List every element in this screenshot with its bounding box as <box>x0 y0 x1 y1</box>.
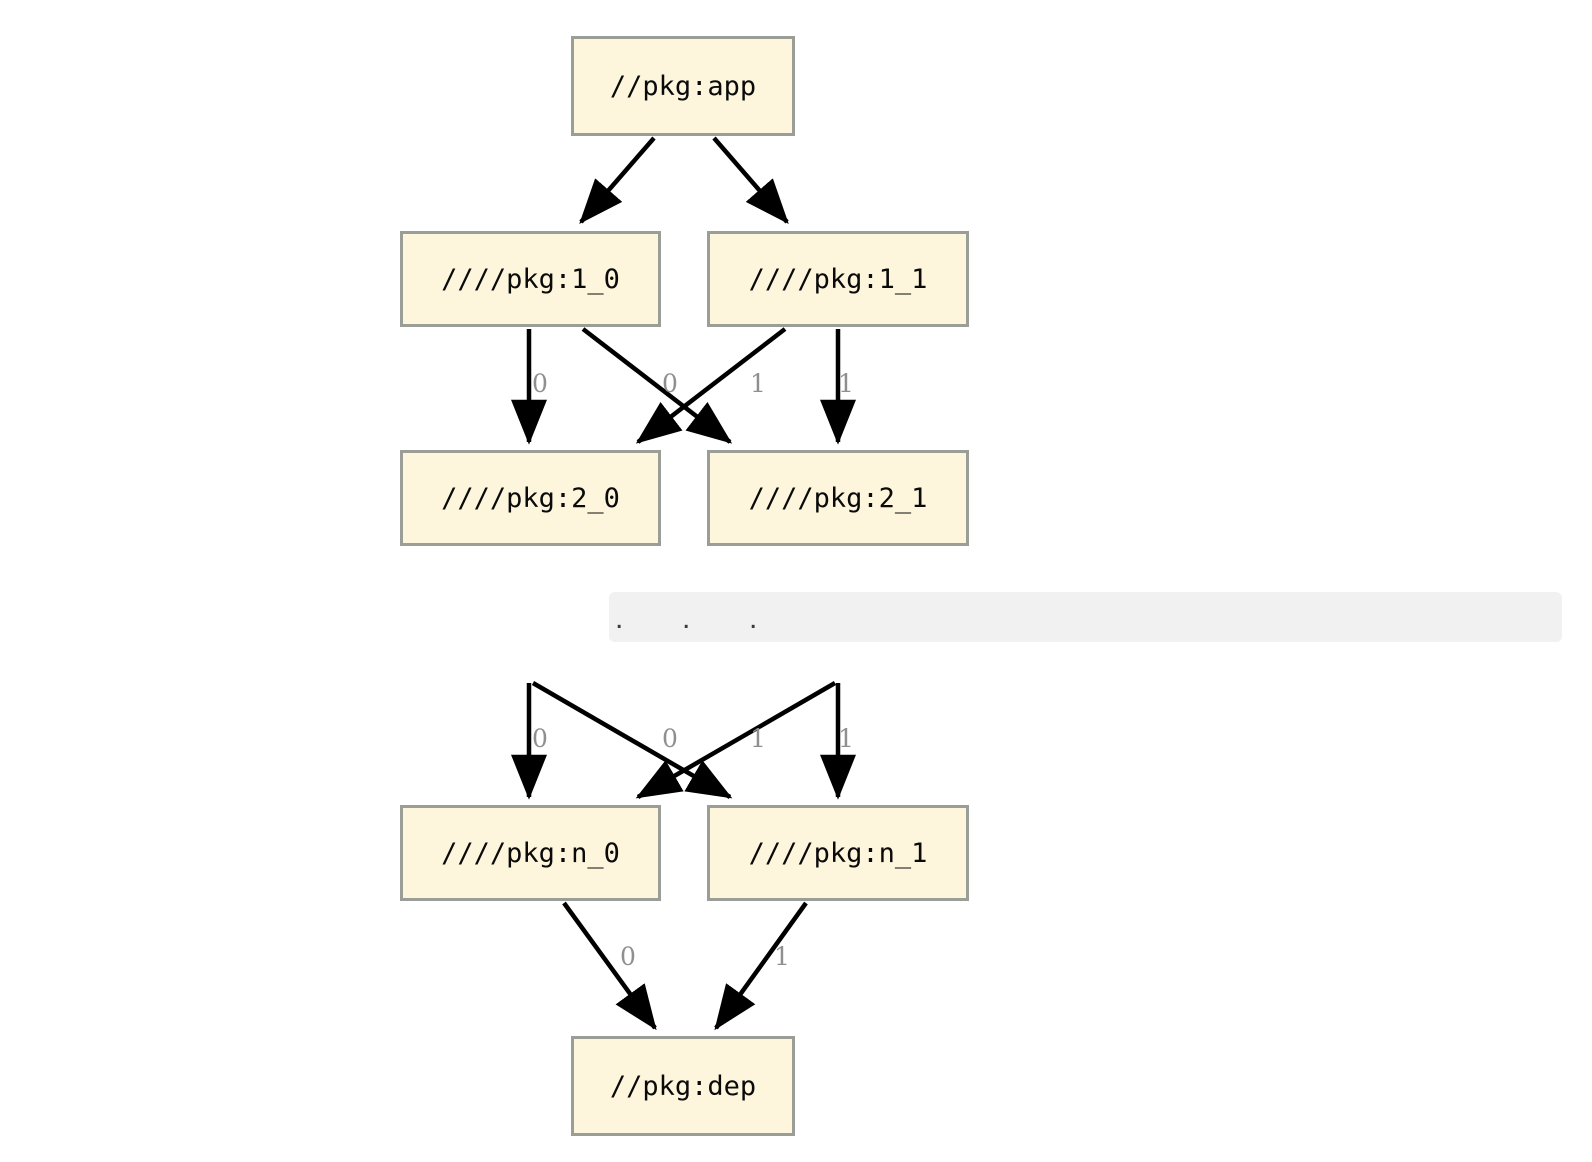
node-label: //pkg:app <box>609 70 757 102</box>
edge-label-prev-to-n_1-crossing: 0 <box>662 724 678 753</box>
ellipsis-dots: . . . <box>615 602 772 635</box>
edge-1_1-to-2_0 <box>635 327 787 444</box>
node-label: ////pkg:n_0 <box>441 837 620 869</box>
node-label: ////pkg:n_1 <box>748 837 928 869</box>
node-pkg-dep[interactable]: //pkg:dep <box>571 1036 795 1136</box>
edge-label-1_0-to-2_1: 0 <box>662 369 678 398</box>
edge-label-n_1-to-dep: 1 <box>774 942 790 971</box>
node-label: ////pkg:2_0 <box>441 482 620 514</box>
node-pkg-n_0[interactable]: ////pkg:n_0 <box>400 805 661 901</box>
edge-prev-to-n_0-crossing <box>635 681 837 799</box>
edge-label-prev-to-n_0-crossing: 1 <box>750 724 766 753</box>
node-pkg-1_1[interactable]: ////pkg:1_1 <box>707 231 969 327</box>
edge-app-to-1_0 <box>579 136 656 225</box>
edge-label-1_0-to-2_0: 0 <box>532 369 548 398</box>
node-pkg-app[interactable]: //pkg:app <box>571 36 795 136</box>
edge-app-to-1_1 <box>712 136 789 225</box>
edge-n_0-to-dep <box>562 901 657 1031</box>
node-label: //pkg:dep <box>609 1070 757 1102</box>
node-label: ////pkg:2_1 <box>748 482 928 514</box>
edge-label-prev-to-n_1-straight: 1 <box>838 724 854 753</box>
graph-truncation-band: . . . <box>609 592 1562 642</box>
node-pkg-1_0[interactable]: ////pkg:1_0 <box>400 231 661 327</box>
edge-label-1_1-to-2_1: 1 <box>838 369 854 398</box>
edge-label-prev-to-n_0-straight: 0 <box>532 724 548 753</box>
node-pkg-2_0[interactable]: ////pkg:2_0 <box>400 450 661 546</box>
edge-1_0-to-2_1 <box>581 327 733 444</box>
edge-n_1-to-dep <box>714 901 808 1031</box>
node-pkg-2_1[interactable]: ////pkg:2_1 <box>707 450 969 546</box>
node-label: ////pkg:1_0 <box>441 263 620 295</box>
edge-label-1_1-to-2_0: 1 <box>750 369 766 398</box>
node-label: ////pkg:1_1 <box>748 263 928 295</box>
edge-label-n_0-to-dep: 0 <box>620 942 636 971</box>
edge-prev-to-n_1-crossing <box>531 681 733 799</box>
node-pkg-n_1[interactable]: ////pkg:n_1 <box>707 805 969 901</box>
